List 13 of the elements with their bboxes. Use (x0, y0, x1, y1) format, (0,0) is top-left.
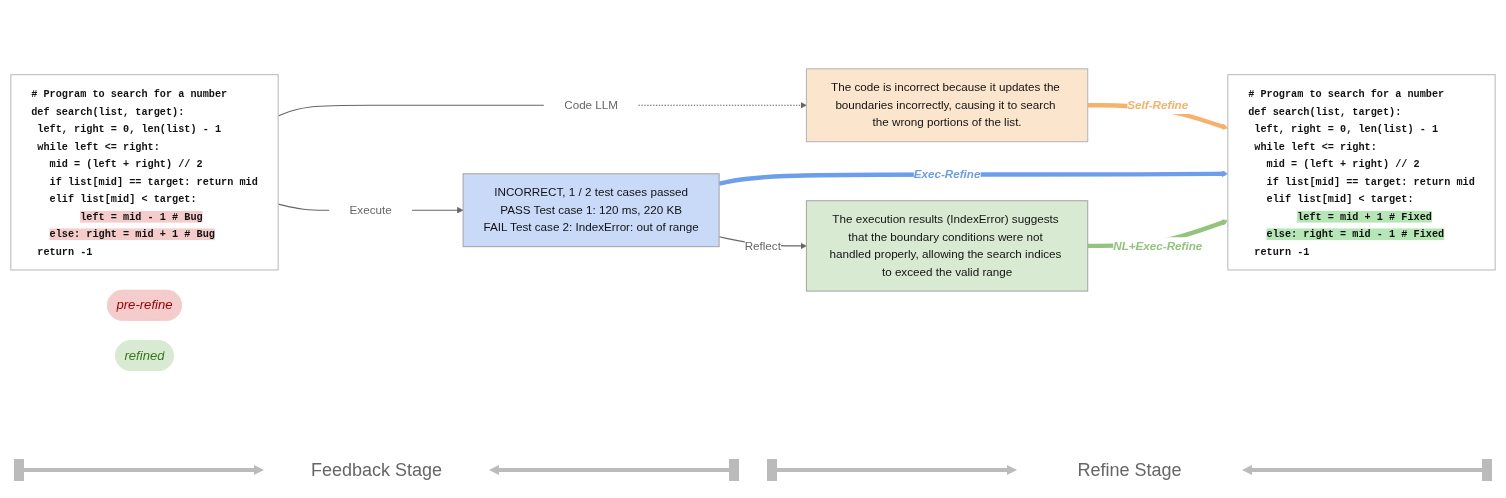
stage-label: Refine Stage (1077, 459, 1182, 481)
feedback-box: The execution results (IndexError) suggests that the boundary conditions were not handled properly, allowing the search indices to exceed the valid range (805, 200, 1089, 292)
feedback-box: The code is incorrect because it updates the boundaries incorrectly, causing it to search the wrong portions of the list. (805, 68, 1089, 143)
model-label: Code LLM (564, 96, 619, 115)
code-block: # Program to search for a number def search(list, target): left, right = 0, len(list) - 1 while left <= right: mid = (left + right) // 2 if list[mid] == target: return mid elif list[mid] < target: left = mid + 1 # Fixed else: right = mid - 1 # Fixed return -1 (1227, 74, 1496, 271)
arrow (411, 207, 464, 214)
result-box: INCORRECT, 1 / 2 test cases passed PASS Test case 1: 120 ms, 220 KB FAIL Test case 2: IndexError: out of range (462, 173, 720, 248)
stage-label: Feedback Stage (310, 459, 443, 481)
status-pill: pre-refine (107, 290, 182, 321)
arrow (637, 102, 807, 109)
code-block: # Program to search for a number def search(list, target): left, right = 0, len(list) - 1 while left <= right: mid = (left + right) // 2 if list[mid] == target: return mid elif list[mid] < target: left = mid - 1 # Bug else: right = mid + 1 # Bug return -1 (10, 74, 279, 271)
status-pill: refined (115, 340, 174, 372)
tool-label: Execute (349, 201, 392, 220)
